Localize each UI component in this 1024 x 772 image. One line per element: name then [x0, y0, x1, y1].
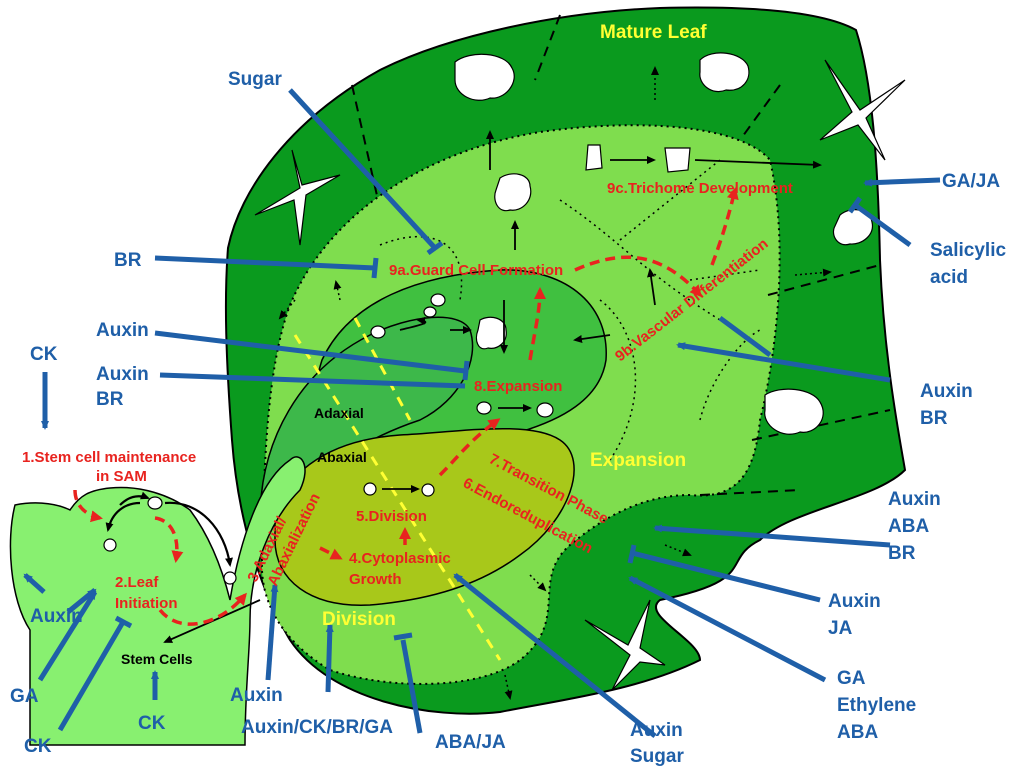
step-9a-label: 9a.Guard Cell Formation — [389, 262, 563, 279]
regulator-auxin-sugar: Auxin — [630, 720, 683, 741]
regulator-auxin-sugar-b: Sugar — [630, 746, 684, 767]
division-zone — [274, 427, 575, 606]
regulator-ck-top: CK — [30, 344, 58, 365]
step-8-label: 8.Expansion — [474, 378, 562, 395]
regulator-auxin-aba-br-b: ABA — [888, 516, 929, 537]
sector-lines — [351, 14, 891, 496]
step-1-label: 1.Stem cell maintenance — [22, 449, 196, 466]
step-2-label-b: Initiation — [115, 595, 178, 612]
step-1-label-b: in SAM — [96, 468, 147, 485]
regulator-ethylene: Ethylene — [837, 695, 916, 716]
sam-arrows — [105, 491, 233, 567]
step-2-label: 2.Leaf — [115, 574, 159, 591]
stem-cells-label: Stem Cells — [121, 651, 193, 667]
process-arrows — [73, 187, 739, 626]
regulator-ga-sam: GA — [10, 686, 39, 707]
regulator-auxin-1: Auxin — [96, 320, 149, 341]
regulator-sugar-top: Sugar — [228, 69, 282, 90]
step-4-label: 4.Cytoplasmic — [349, 550, 451, 567]
division-label: Division — [322, 609, 396, 630]
regulator-br-left: BR — [114, 250, 142, 271]
regulator-auxin-ja: Auxin — [828, 591, 881, 612]
trichomes — [254, 59, 906, 691]
regulator-auxin-bottom: Auxin — [230, 685, 283, 706]
regulator-br-2: BR — [96, 389, 124, 410]
cells — [103, 52, 874, 585]
adaxial-label: Adaxial — [314, 405, 364, 421]
dotted-arrows — [278, 66, 832, 700]
abaxial-label: Abaxial — [317, 449, 367, 465]
regulator-salicylic-b: acid — [930, 267, 968, 288]
regulator-ga-ja: GA/JA — [942, 171, 1000, 192]
inhibitory-arrows — [57, 88, 912, 734]
activating-arrows — [23, 177, 941, 738]
expansion-label: Expansion — [590, 450, 686, 471]
regulator-auxin-aba-br: Auxin — [888, 489, 941, 510]
step-5-label: 5.Division — [356, 508, 427, 525]
regulator-auxin-aba-br-c: BR — [888, 543, 916, 564]
regulator-aba-ja: ABA/JA — [435, 732, 506, 753]
shoot-apical-meristem — [9, 456, 306, 746]
regulator-ck-bottom-left: CK — [24, 736, 52, 757]
regulator-auxin-2: Auxin — [96, 364, 149, 385]
mature-leaf-label: Mature Leaf — [600, 22, 707, 43]
regulator-salicylic: Salicylic — [930, 240, 1006, 261]
cell-arrows — [163, 130, 822, 643]
regulator-auxin-ck-br-ga: Auxin/CK/BR/GA — [241, 717, 393, 738]
regulator-ga: GA — [837, 668, 866, 689]
regulator-auxin-sam: Auxin — [30, 606, 83, 627]
regulator-auxin-ja-b: JA — [828, 618, 853, 639]
division-expansion-boundary-2 — [353, 317, 412, 421]
dotted-network — [379, 159, 761, 461]
regulator-aba: ABA — [837, 722, 878, 743]
regulator-auxin-br-right: Auxin — [920, 381, 973, 402]
regulator-auxin-br-right-b: BR — [920, 408, 948, 429]
regulator-ck-bottom: CK — [138, 713, 166, 734]
step-9c-label: 9c.Trichome Development — [607, 180, 793, 197]
step-4-label-b: Growth — [349, 571, 402, 588]
